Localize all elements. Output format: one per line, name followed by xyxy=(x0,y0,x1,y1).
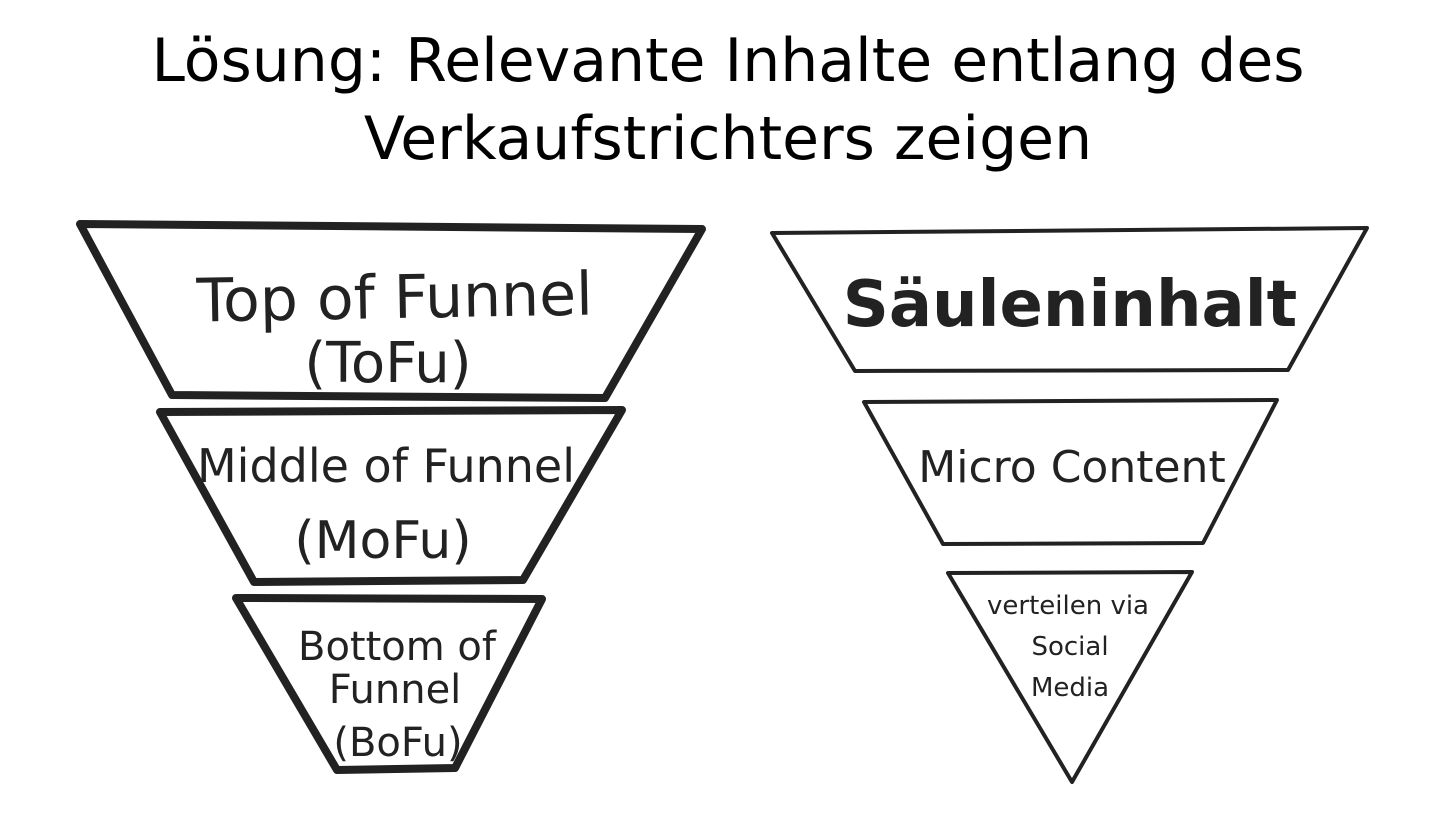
social-media-shape xyxy=(946,570,1194,784)
tofu-shape xyxy=(76,220,706,402)
social-media-segment: verteilen via Social Media xyxy=(946,570,1194,784)
tofu-label-line-1: Top of Funnel xyxy=(195,260,593,337)
mofu-segment: Middle of Funnel (MoFu) xyxy=(156,406,626,586)
mofu-shape xyxy=(156,406,626,586)
social-media-label-line-3: Media xyxy=(1031,673,1109,703)
bofu-label-line-3: (BoFu) xyxy=(333,720,462,766)
page-title: Lösung: Relevante Inhalte entlang des Ve… xyxy=(0,22,1456,178)
title-line-2: Verkaufstrichters zeigen xyxy=(363,104,1093,174)
mofu-label-line-1: Middle of Funnel xyxy=(197,439,575,493)
micro-content-shape xyxy=(862,398,1279,546)
micro-content-segment: Micro Content xyxy=(862,398,1279,546)
tofu-label-line-2: (ToFu) xyxy=(304,331,471,396)
left-funnel: Top of Funnel (ToFu) Middle of Funnel (M… xyxy=(76,220,706,774)
pillar-content-shape xyxy=(770,226,1369,373)
mofu-label-line-2: (MoFu) xyxy=(294,511,471,571)
bofu-label-line-2: Funnel xyxy=(329,667,462,713)
right-funnel: Säuleninhalt Micro Content verteilen via… xyxy=(770,226,1369,784)
pillar-content-label: Säuleninhalt xyxy=(843,268,1298,342)
pillar-content-segment: Säuleninhalt xyxy=(770,226,1369,373)
title-line-1: Lösung: Relevante Inhalte entlang des xyxy=(151,26,1305,96)
bofu-shape xyxy=(232,594,546,774)
bofu-segment: Bottom of Funnel (BoFu) xyxy=(232,594,546,774)
bofu-label-line-1: Bottom of xyxy=(298,624,497,670)
tofu-segment: Top of Funnel (ToFu) xyxy=(76,220,706,402)
social-media-label-line-1: verteilen via xyxy=(987,591,1149,621)
social-media-label-line-2: Social xyxy=(1031,632,1108,662)
micro-content-label: Micro Content xyxy=(918,442,1225,493)
